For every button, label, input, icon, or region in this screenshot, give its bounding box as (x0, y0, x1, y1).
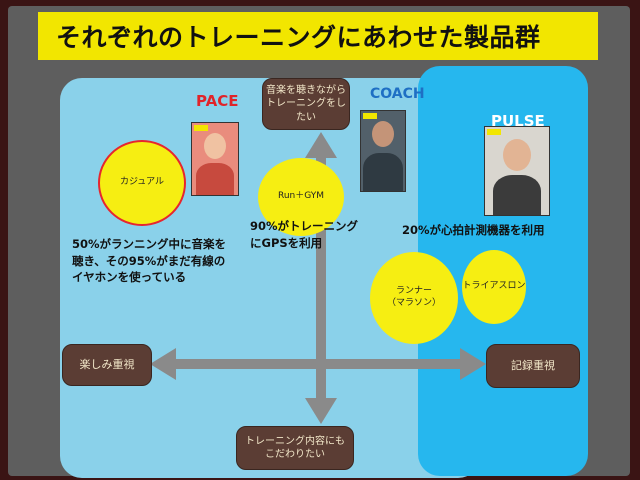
brand-tag (194, 125, 208, 131)
triathlon-bubble: トライアスロン (462, 250, 526, 324)
coach-note: 90%がトレーニング にGPSを利用 (250, 218, 358, 251)
run-gym-bubble: Run＋GYM (258, 158, 344, 236)
pulse-note-text: 20%が心拍計測機器を利用 (402, 223, 545, 237)
axis-right-label: 記録重視 (511, 358, 555, 372)
right-arrowhead (460, 348, 486, 380)
axis-bottom-line1: トレーニング内容にも (245, 435, 345, 447)
coach-note-line1: 90%がトレーニング (250, 219, 359, 233)
pace-note-line3: イヤホンを使っている (72, 270, 187, 285)
title-bar: それぞれのトレーニングにあわせた製品群 (38, 12, 598, 60)
axis-top-box: 音楽を聴きながら トレーニングをしたい (262, 78, 350, 130)
triathlon-bubble-label: トライアスロン (462, 281, 526, 292)
run-gym-bubble-label: Run＋GYM (277, 191, 325, 202)
brand-tag (363, 113, 377, 119)
coach-label: COACH (370, 86, 425, 102)
slide-title: それぞれのトレーニングにあわせた製品群 (56, 23, 541, 52)
pulse-athlete-photo (484, 126, 550, 216)
runner-bubble-label-line1: ランナー (395, 286, 432, 297)
runner-bubble: ランナー （マラソン） (370, 252, 458, 344)
athlete-head (204, 133, 226, 159)
pace-note-line1: 50%がランニング中に音楽を (72, 237, 227, 251)
coach-athlete-photo (360, 110, 406, 192)
axis-left-label: 楽しみ重視 (79, 357, 135, 371)
pace-note-line2: 聴き、その95%がまだ有線の (72, 253, 226, 268)
athlete-head (503, 139, 531, 171)
down-arrowhead (305, 398, 337, 424)
brand-tag (487, 129, 501, 135)
axis-top-line1: 音楽を聴きながら (266, 84, 346, 96)
athlete-body (363, 153, 403, 191)
up-arrowhead (305, 132, 337, 158)
pace-label: PACE (196, 92, 239, 110)
left-arrowhead (150, 348, 176, 380)
runner-bubble-label-line2: （マラソン） (386, 298, 441, 308)
pulse-note: 20%が心拍計測機器を利用 (402, 222, 545, 239)
casual-bubble-label: カジュアル (119, 177, 165, 188)
coach-note-line2: にGPSを利用 (250, 235, 323, 250)
pulse-label: PULSE (491, 112, 545, 130)
axis-bottom-box: トレーニング内容にも こだわりたい (236, 426, 354, 470)
casual-bubble: カジュアル (98, 140, 186, 226)
vertical-axis-shaft (316, 152, 326, 410)
athlete-body (196, 163, 234, 195)
athlete-head (372, 121, 394, 147)
athlete-body (493, 175, 541, 215)
axis-left-box: 楽しみ重視 (62, 344, 152, 386)
axis-right-box: 記録重視 (486, 344, 580, 388)
axis-top-line2: トレーニングをしたい (266, 98, 346, 123)
pace-note: 50%がランニング中に音楽を 聴き、その95%がまだ有線の イヤホンを使っている (72, 236, 226, 286)
axis-bottom-line2: こだわりたい (265, 449, 325, 460)
pace-athlete-photo (191, 122, 239, 196)
